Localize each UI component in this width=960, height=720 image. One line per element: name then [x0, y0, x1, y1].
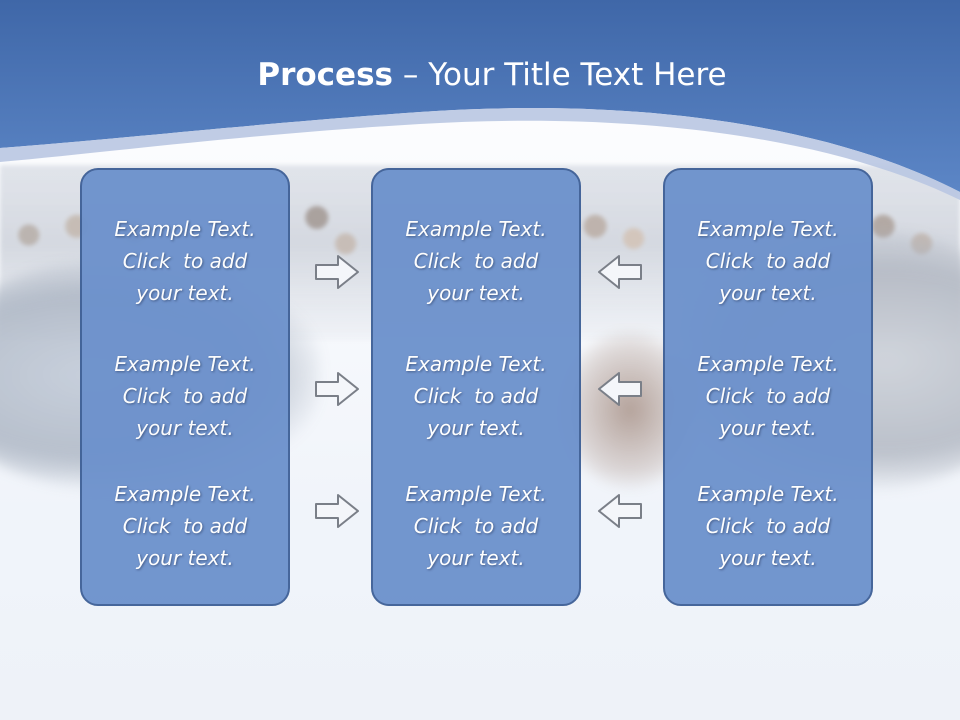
text-placeholder[interactable]: Example Text. Click to add your text. [665, 213, 871, 309]
text-line: your text. [136, 546, 234, 570]
process-box-right[interactable]: Example Text. Click to add your text. Ex… [663, 168, 873, 606]
text-line: your text. [136, 281, 234, 305]
text-line: Example Text. [114, 482, 256, 506]
arrow-right-icon [314, 253, 360, 291]
text-line: Click to add [413, 384, 539, 408]
text-line: Example Text. [697, 217, 839, 241]
text-line: Example Text. [405, 352, 547, 376]
text-line: Example Text. [114, 352, 256, 376]
arrow-left-icon [597, 370, 643, 408]
text-line: Click to add [705, 514, 831, 538]
text-line: your text. [427, 546, 525, 570]
text-placeholder[interactable]: Example Text. Click to add your text. [373, 213, 579, 309]
text-line: Example Text. [405, 217, 547, 241]
text-placeholder[interactable]: Example Text. Click to add your text. [373, 478, 579, 574]
text-line: Example Text. [405, 482, 547, 506]
arrow-right-icon [314, 492, 360, 530]
text-placeholder[interactable]: Example Text. Click to add your text. [665, 478, 871, 574]
process-box-left[interactable]: Example Text. Click to add your text. Ex… [80, 168, 290, 606]
text-line: your text. [719, 416, 817, 440]
arrow-right-icon [314, 370, 360, 408]
text-line: your text. [427, 281, 525, 305]
text-line: Click to add [122, 514, 248, 538]
arrow-left-icon [597, 492, 643, 530]
text-line: Click to add [122, 384, 248, 408]
text-line: Example Text. [114, 217, 256, 241]
text-line: your text. [719, 281, 817, 305]
text-line: Click to add [413, 514, 539, 538]
text-line: your text. [719, 546, 817, 570]
text-placeholder[interactable]: Example Text. Click to add your text. [373, 348, 579, 444]
text-line: your text. [427, 416, 525, 440]
slide-title[interactable]: Process – Your Title Text Here [0, 52, 960, 98]
text-line: Click to add [705, 249, 831, 273]
text-line: Example Text. [697, 482, 839, 506]
text-placeholder[interactable]: Example Text. Click to add your text. [665, 348, 871, 444]
process-box-center[interactable]: Example Text. Click to add your text. Ex… [371, 168, 581, 606]
text-placeholder[interactable]: Example Text. Click to add your text. [82, 348, 288, 444]
text-line: Click to add [122, 249, 248, 273]
title-bold-text: Process [257, 57, 393, 93]
arrow-left-icon [597, 253, 643, 291]
text-line: your text. [136, 416, 234, 440]
text-placeholder[interactable]: Example Text. Click to add your text. [82, 213, 288, 309]
text-line: Example Text. [697, 352, 839, 376]
text-placeholder[interactable]: Example Text. Click to add your text. [82, 478, 288, 574]
title-rest-text: – Your Title Text Here [393, 57, 727, 93]
text-line: Click to add [705, 384, 831, 408]
text-line: Click to add [413, 249, 539, 273]
header-band [0, 0, 960, 200]
